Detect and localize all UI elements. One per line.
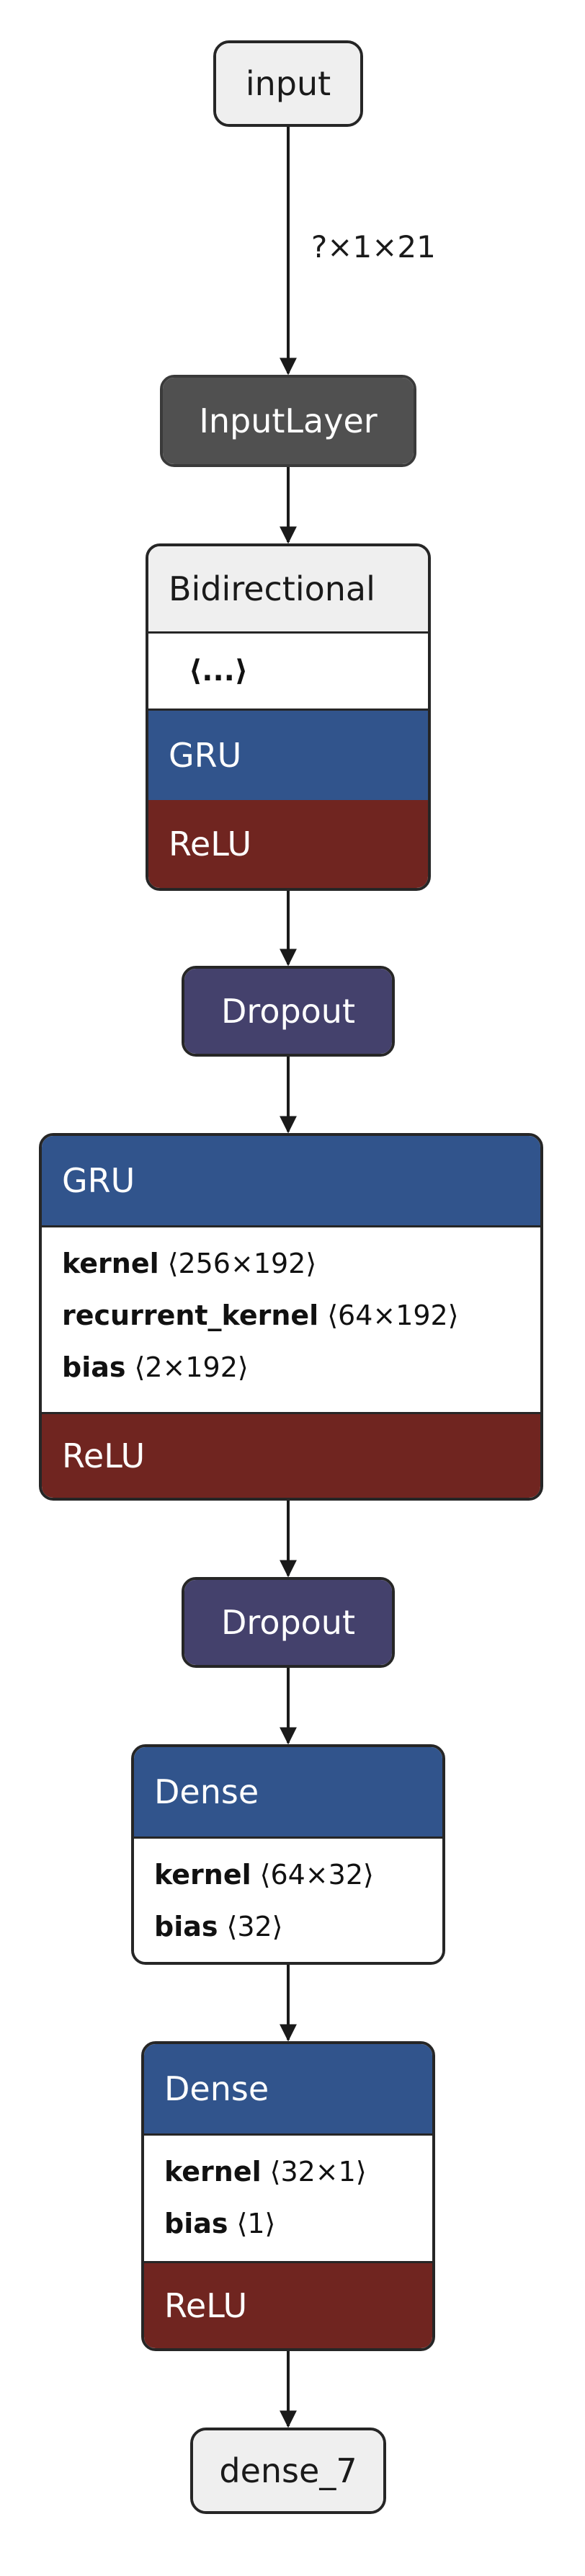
bidirectional-activation: ReLU [148, 800, 428, 888]
dropout-node-1[interactable]: Dropout [182, 966, 395, 1057]
gru-node-label: GRU [42, 1136, 540, 1225]
bidirectional-node-label: Bidirectional [148, 546, 428, 631]
bidirectional-node[interactable]: Bidirectional ⟨...⟩ GRU ReLU [146, 543, 431, 891]
input-node[interactable]: input [213, 40, 363, 127]
gru-attributes: kernel⟨256×192⟩ recurrent_kernel⟨64×192⟩… [42, 1225, 540, 1414]
dense-1-attr-bias: bias⟨32⟩ [154, 1911, 283, 1942]
dropout-node-2[interactable]: Dropout [182, 1577, 395, 1668]
gru-node[interactable]: GRU kernel⟨256×192⟩ recurrent_kernel⟨64×… [39, 1133, 543, 1501]
inputlayer-node[interactable]: InputLayer [160, 375, 416, 467]
input-node-label: input [216, 43, 360, 124]
inputlayer-node-label: InputLayer [163, 378, 414, 464]
dense-2-attr-bias: bias⟨1⟩ [164, 2208, 276, 2239]
dense-node-2[interactable]: Dense kernel⟨32×1⟩ bias⟨1⟩ ReLU [141, 2041, 435, 2351]
gru-attr-recurrent-kernel: recurrent_kernel⟨64×192⟩ [62, 1300, 459, 1331]
dense-1-attr-kernel: kernel⟨64×32⟩ [154, 1859, 374, 1891]
dropout-node-2-label: Dropout [184, 1580, 392, 1665]
dense-node-2-label: Dense [144, 2044, 432, 2133]
dense-2-attr-kernel: kernel⟨32×1⟩ [164, 2156, 367, 2188]
input-shape-label: ?×1×21 [311, 229, 436, 265]
gru-attr-bias: bias⟨2×192⟩ [62, 1351, 249, 1383]
dropout-node-1-label: Dropout [184, 969, 392, 1054]
dense-node-2-attributes: kernel⟨32×1⟩ bias⟨1⟩ [144, 2133, 432, 2263]
output-node[interactable]: dense_7 [190, 2428, 386, 2514]
dense-node-1-label: Dense [134, 1747, 442, 1836]
dense-node-1[interactable]: Dense kernel⟨64×32⟩ bias⟨32⟩ [131, 1744, 445, 1965]
gru-activation: ReLU [42, 1414, 540, 1498]
dense-node-1-attributes: kernel⟨64×32⟩ bias⟨32⟩ [134, 1836, 442, 1962]
bidirectional-attributes-collapsed[interactable]: ⟨...⟩ [148, 631, 428, 711]
gru-attr-kernel: kernel⟨256×192⟩ [62, 1248, 317, 1279]
bidirectional-inner-layer: GRU [148, 711, 428, 800]
output-node-label: dense_7 [193, 2430, 383, 2511]
dense-2-activation: ReLU [144, 2263, 432, 2348]
